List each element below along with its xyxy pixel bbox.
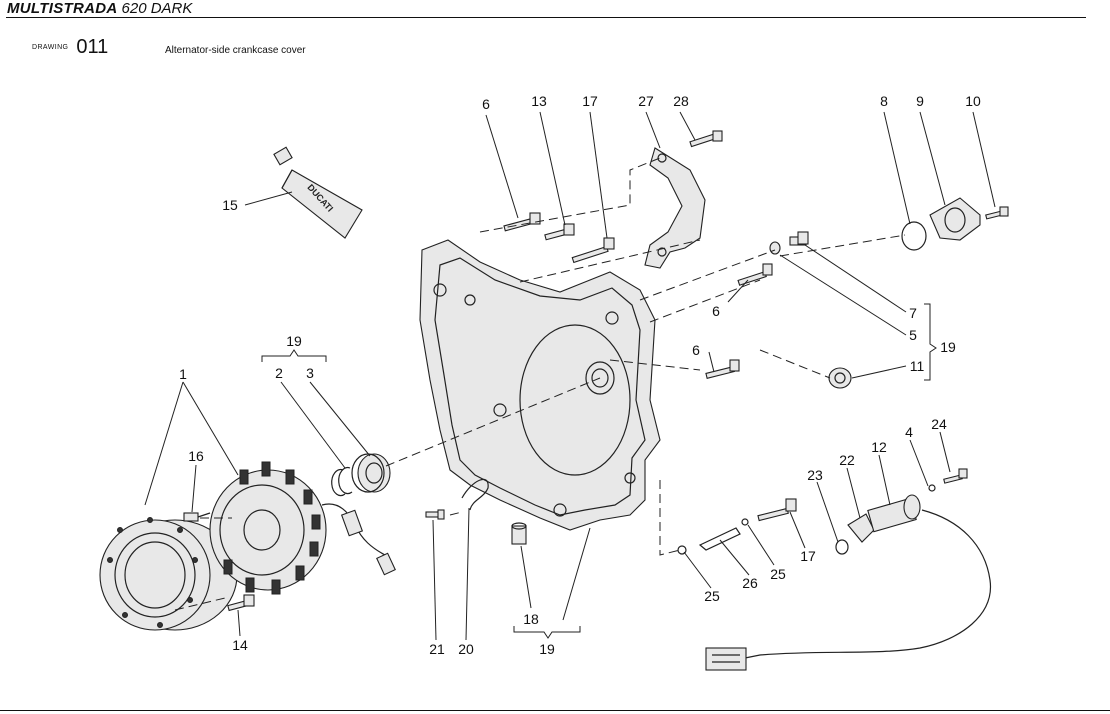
washer-5	[769, 241, 781, 255]
callout-23: 23	[807, 467, 823, 483]
callout-11: 11	[910, 358, 925, 374]
bolt-13	[544, 223, 575, 241]
circlip-23	[835, 539, 849, 555]
callout-4: 4	[905, 424, 913, 440]
bolt-28	[689, 130, 723, 148]
connector	[705, 647, 747, 671]
footer-rule	[0, 710, 1110, 711]
bolt-17-lower	[757, 498, 797, 522]
bolt-17-top	[571, 237, 615, 264]
callout-19-right: 19	[940, 339, 956, 355]
callout-6-top: 6	[482, 96, 490, 112]
callout-1: 1	[179, 366, 187, 382]
bolt-10	[985, 206, 1009, 220]
drawing-number: 011	[76, 36, 109, 58]
o-ring-8	[901, 221, 927, 251]
callout-22: 22	[839, 452, 855, 468]
callout-7: 7	[909, 305, 917, 321]
bolt-6-lower	[705, 359, 740, 379]
callout-16: 16	[188, 448, 204, 464]
clip-26	[698, 527, 741, 551]
callout-25-left: 25	[704, 588, 720, 604]
bush-11	[828, 367, 852, 389]
brace-19-top	[261, 349, 327, 362]
callout-8: 8	[880, 93, 888, 109]
bolt-6-mid	[737, 263, 773, 286]
group-braces	[261, 303, 937, 639]
callout-19-top: 19	[286, 333, 302, 349]
callout-19-bottom: 19	[539, 641, 555, 657]
sensor-cable	[744, 509, 991, 659]
brace-19-bottom	[513, 626, 581, 639]
callout-15: 15	[222, 197, 238, 213]
bolt-7	[789, 231, 809, 246]
drawing-title: Alternator-side crankcase cover	[165, 45, 306, 56]
callout-18: 18	[523, 611, 539, 627]
clip-20	[461, 478, 489, 511]
leader-lines	[144, 111, 996, 641]
hose-bracket	[644, 147, 706, 269]
callout-17-top: 17	[582, 93, 598, 109]
bolt-24	[943, 468, 968, 484]
callout-28: 28	[673, 93, 689, 109]
drawing-info: DRAWING 011	[32, 36, 108, 59]
washer-25b	[741, 518, 749, 526]
dowel-18	[511, 525, 527, 545]
callout-25-right: 25	[770, 566, 786, 582]
callout-10: 10	[965, 93, 981, 109]
bolt-21	[425, 509, 445, 520]
washer-4	[928, 484, 936, 492]
callout-9: 9	[916, 93, 924, 109]
circlip	[331, 466, 353, 497]
model-variant: 620 DARK	[121, 0, 193, 17]
model-brand: MULTISTRADA	[7, 0, 118, 17]
callout-17-lower: 17	[800, 548, 816, 564]
crankcase-cover	[419, 239, 661, 531]
callout-3: 3	[306, 365, 314, 381]
brace-19-right	[924, 303, 937, 381]
callout-13: 13	[531, 93, 547, 109]
callout-6-mid: 6	[712, 303, 720, 319]
sealant-tube: DUCATI	[273, 146, 363, 239]
callout-26: 26	[742, 575, 758, 591]
header-rule	[6, 17, 1086, 18]
gasket-plate-9	[929, 197, 981, 241]
callout-2: 2	[275, 365, 283, 381]
callout-14: 14	[232, 637, 248, 653]
callout-5: 5	[909, 327, 917, 343]
bolt-6-top	[503, 212, 541, 232]
callout-24: 24	[931, 416, 947, 432]
callout-6-lower: 6	[692, 342, 700, 358]
callout-labels: 15 19 1 2 3 16 14 6 13 17 27 28 8 9 10 7…	[179, 93, 981, 657]
bolt-14	[227, 594, 255, 612]
callout-27: 27	[638, 93, 654, 109]
callout-21: 21	[429, 641, 445, 657]
bolt-16	[183, 512, 211, 522]
callout-20: 20	[458, 641, 474, 657]
bearing	[351, 453, 391, 493]
washer-25a	[677, 545, 687, 555]
callout-12: 12	[871, 439, 887, 455]
alternator-stator	[209, 461, 396, 595]
drawing-label: DRAWING	[32, 44, 69, 51]
cover-bolts	[183, 130, 1009, 612]
small-parts	[461, 197, 991, 671]
